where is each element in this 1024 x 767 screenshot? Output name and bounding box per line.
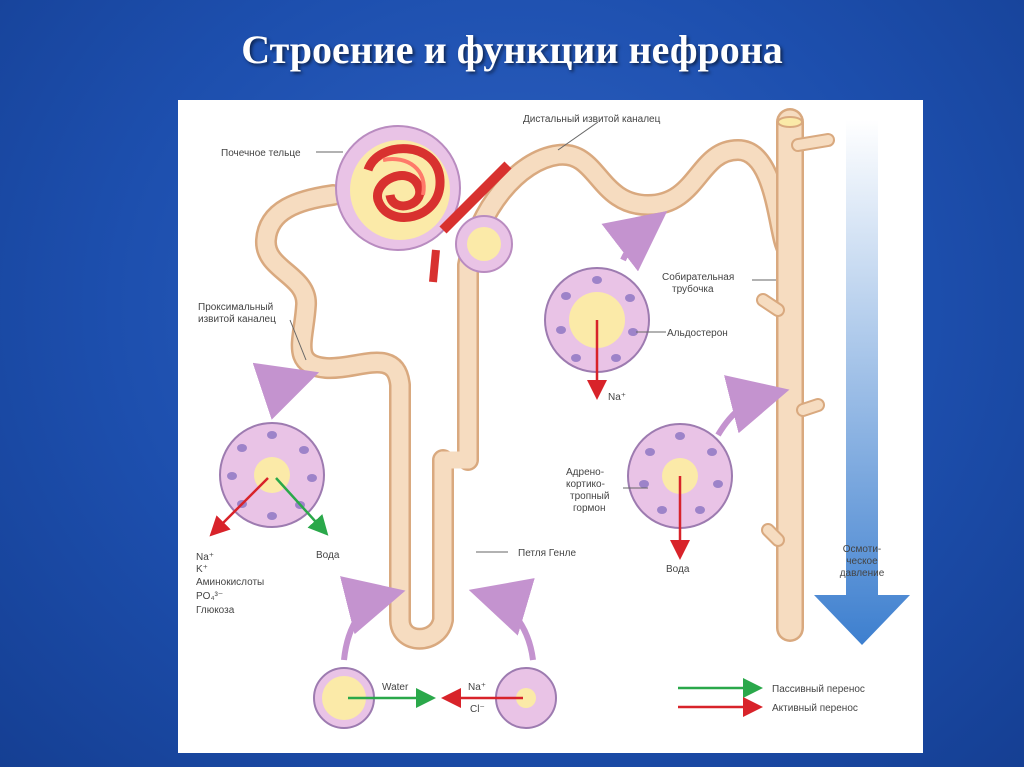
label-distal-tubule: Дистальный извитой каналец [523,114,661,125]
label-collecting-line2: трубочка [672,283,714,295]
inflow-arrows [252,211,790,661]
label-loop-cl: Cl⁻ [470,704,485,715]
label-solute-na: Na⁺ [196,552,214,563]
label-solute-amino: Аминокислоты [196,577,264,588]
renal-corpuscle [335,125,513,283]
diagram-panel: Почечное тельце Дистальный извитой канал… [178,100,923,753]
label-renal-corpuscle: Почечное тельце [221,148,301,159]
label-acth-line4: гормон [573,503,606,514]
label-acth-line2: кортико- [566,479,605,490]
transport-arrows [209,320,763,717]
label-loop-water: Water [382,682,409,693]
label-proximal-line2: извитой каналец [198,314,276,325]
label-solute-po4: PO₄³⁻ [196,591,223,602]
label-loop-of-henle: Петля Генле [518,548,576,559]
label-solute-k: K⁺ [196,564,208,575]
label-proximal-line1: Проксимальный [198,302,273,313]
label-osmotic-line2: ческое [846,556,878,567]
label-collecting-line1: Собирательная [662,271,734,283]
slide-title: Строение и функции нефрона [241,27,783,72]
label-water-collecting: Вода [666,564,690,575]
nephron-diagram: Почечное тельце Дистальный извитой канал… [196,108,910,729]
label-na-aldosterone: Na⁺ [608,392,626,403]
label-osmotic-line1: Осмоти- [843,544,882,555]
label-acth-line3: тропный [570,491,609,502]
label-aldosterone: Альдостерон [667,328,728,339]
legend-active: Активный перенос [772,703,858,714]
loop-descending-cross-section [313,667,375,729]
label-osmotic-line3: давление [840,568,885,579]
leader-lines [289,121,776,553]
legend-passive: Пассивный перенос [772,684,865,695]
label-loop-na: Na⁺ [468,682,486,693]
osmotic-pressure-arrow [814,120,910,645]
label-acth-line1: Адрено- [566,467,604,478]
label-solute-glucose: Глюкоза [196,605,235,616]
label-water-proximal: Вода [316,550,340,561]
